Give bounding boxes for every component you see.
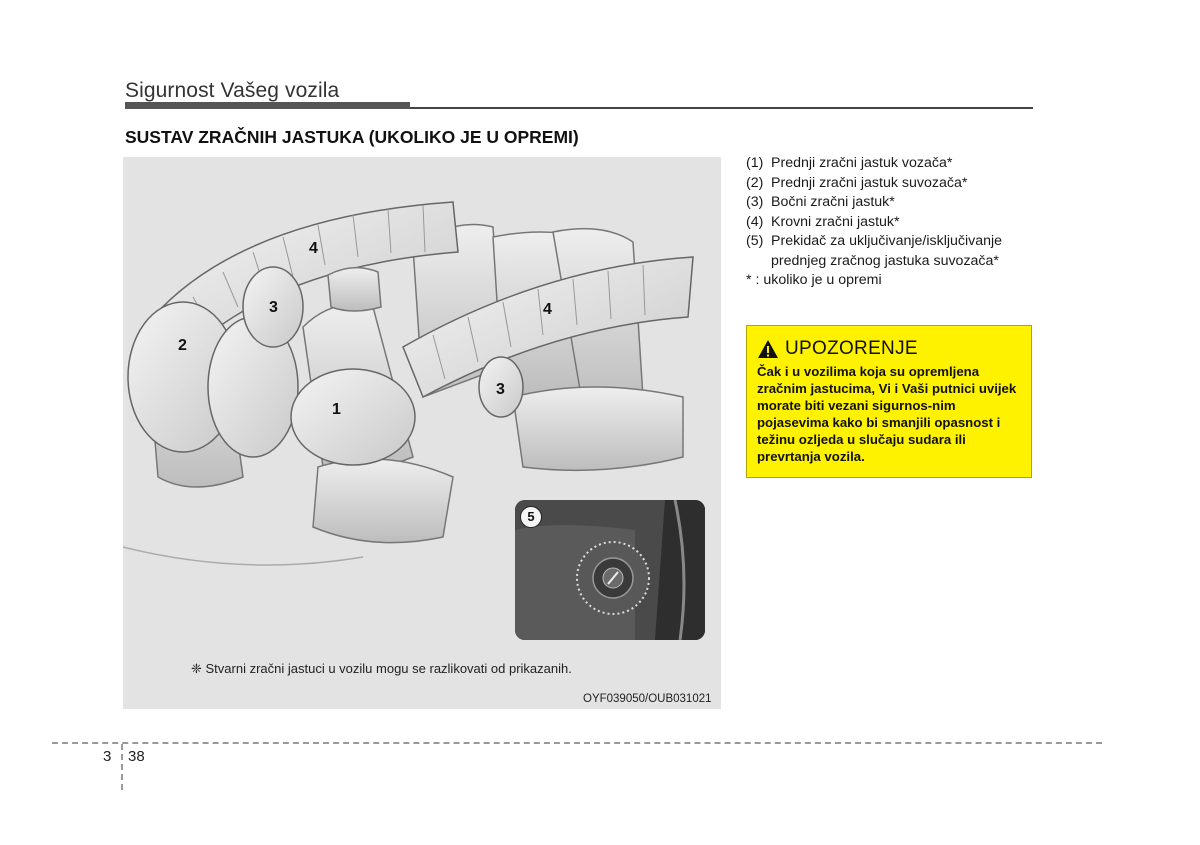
legend-list: (1) Prednji zračni jastuk vozača* (2) Pr… <box>746 154 1046 291</box>
legend-num: (1) <box>746 155 764 171</box>
legend-text: Krovni zračni jastuk* <box>771 213 900 230</box>
legend-text: Bočni zračni jastuk* <box>771 194 895 210</box>
callout-4-right: 4 <box>543 301 552 318</box>
footer-rule <box>52 742 1102 744</box>
legend-item: (1) Prednji zračni jastuk vozača* <box>746 154 1046 174</box>
legend-num: (5) <box>746 233 764 249</box>
footer-divider <box>121 744 123 790</box>
callout-2: 2 <box>178 337 187 354</box>
callout-3-right: 3 <box>496 381 505 398</box>
section-title: Sigurnost Vašeg vozila <box>125 79 340 102</box>
legend-item: (2) Prednji zračni jastuk suvozača* <box>746 174 1046 194</box>
header-rule-accent <box>125 102 410 109</box>
warning-title: UPOZORENJE <box>785 338 918 359</box>
warning-text: Čak i u vozilima koja su opremljena zrač… <box>757 364 1017 464</box>
figure-note: ❈ Stvarni zračni jastuci u vozilu mogu s… <box>191 661 572 676</box>
callout-1: 1 <box>332 401 341 418</box>
switch-inset-image <box>515 500 705 640</box>
warning-box: UPOZORENJE Čak i u vozilima koja su opre… <box>746 325 1032 478</box>
page-heading: SUSTAV ZRAČNIH JASTUKA (UKOLIKO JE U OPR… <box>125 127 579 147</box>
page-number: 38 <box>128 748 145 765</box>
airbag-diagram <box>123 201 694 566</box>
legend-item: (4) Krovni zračni jastuk* <box>746 213 1046 233</box>
legend-num: (4) <box>746 213 764 230</box>
legend-footnote: * : ukoliko je u opremi <box>746 272 882 288</box>
legend-num: (2) <box>746 174 764 191</box>
legend-item: (5) Prekidač za uključivanje/isključivan… <box>746 232 1046 271</box>
warning-triangle-icon <box>758 340 778 358</box>
callout-4-left: 4 <box>309 240 318 257</box>
callout-5: 5 <box>520 506 542 528</box>
header-rule <box>125 107 1033 109</box>
callout-3-left: 3 <box>269 299 278 316</box>
chapter-number: 3 <box>103 748 112 765</box>
legend-text: Prednji zračni jastuk suvozača* <box>771 174 968 191</box>
legend-num: (3) <box>746 194 764 210</box>
warning-header: UPOZORENJE <box>757 338 918 360</box>
legend-text: Prednji zračni jastuk vozača* <box>771 155 953 171</box>
figure-code: OYF039050/OUB031021 <box>583 693 712 705</box>
legend-item: (3) Bočni zračni jastuk* <box>746 193 1046 213</box>
legend-text: Prekidač za uključivanje/isključivanje p… <box>771 233 1003 269</box>
switch-inset-drawing <box>515 500 705 640</box>
